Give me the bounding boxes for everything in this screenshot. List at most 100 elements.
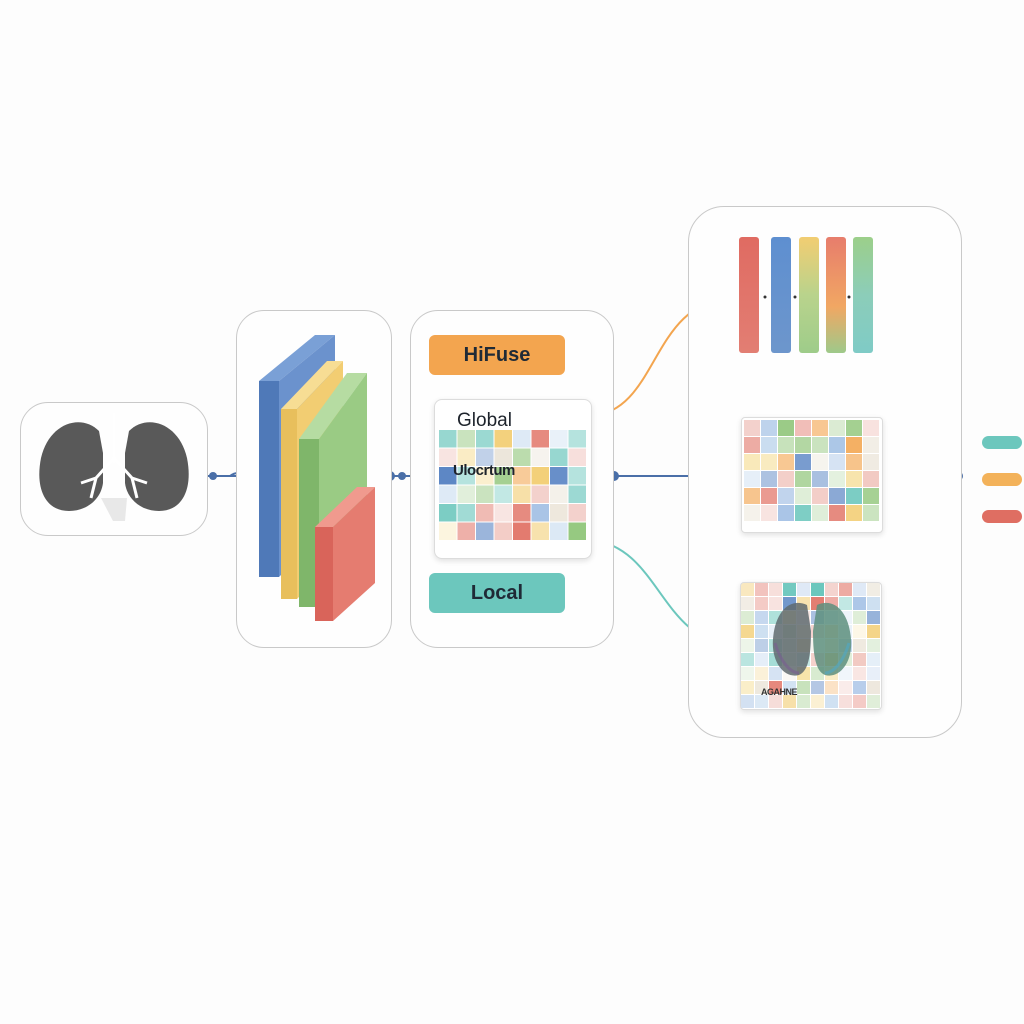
hifuse-label-tag: HiFuse bbox=[429, 335, 565, 375]
heatmap-caption: AGAHNE bbox=[761, 687, 798, 697]
mosaic-cell bbox=[439, 522, 457, 540]
mosaic-cell bbox=[513, 504, 531, 522]
mosaic-cell bbox=[755, 653, 768, 666]
mosaic-cell bbox=[863, 488, 879, 504]
mosaic-cell bbox=[863, 454, 879, 470]
mosaic-cell bbox=[550, 448, 568, 466]
mosaic-cell bbox=[755, 681, 768, 694]
mosaic-cell bbox=[829, 471, 845, 487]
global-card: Global Ulocrtum bbox=[434, 399, 592, 559]
mosaic-cell bbox=[761, 471, 777, 487]
mosaic-cell bbox=[568, 504, 586, 522]
mosaic-cell bbox=[853, 611, 866, 624]
mosaic-cell bbox=[853, 653, 866, 666]
mosaic-cell bbox=[839, 597, 852, 610]
mosaic-cell bbox=[863, 437, 879, 453]
mosaic-cell bbox=[568, 485, 586, 503]
mosaic-cell bbox=[476, 430, 494, 448]
mosaic-cell bbox=[846, 437, 862, 453]
mosaic-cell bbox=[531, 522, 549, 540]
hifuse-label: HiFuse bbox=[463, 344, 531, 366]
mosaic-cell bbox=[744, 454, 760, 470]
mosaic-cell bbox=[550, 467, 568, 485]
mosaic-cell bbox=[439, 467, 457, 485]
mosaic-cell bbox=[476, 485, 494, 503]
mosaic-cell bbox=[550, 430, 568, 448]
mosaic-cell bbox=[439, 430, 457, 448]
mosaic-cell bbox=[829, 420, 845, 436]
mosaic-cell bbox=[778, 437, 794, 453]
mosaic-cell bbox=[568, 430, 586, 448]
mosaic-cell bbox=[863, 471, 879, 487]
attention-grid-icon bbox=[744, 420, 879, 521]
mosaic-cell bbox=[457, 467, 475, 485]
mosaic-cell bbox=[846, 471, 862, 487]
mosaic-cell bbox=[761, 420, 777, 436]
mosaic-cell bbox=[439, 448, 457, 466]
heatmap-icon bbox=[741, 583, 880, 708]
mosaic-cell bbox=[812, 505, 828, 521]
mosaic-cell bbox=[829, 454, 845, 470]
mosaic-cell bbox=[761, 437, 777, 453]
mosaic-cell bbox=[769, 695, 782, 708]
mosaic-cell bbox=[531, 448, 549, 466]
mosaic-cell bbox=[829, 505, 845, 521]
mosaic-cell bbox=[494, 522, 512, 540]
legend-bar-red bbox=[982, 510, 1022, 523]
mosaic-cell bbox=[797, 695, 810, 708]
mosaic-cell bbox=[811, 695, 824, 708]
mosaic-cell bbox=[755, 611, 768, 624]
mosaic-cell bbox=[550, 485, 568, 503]
mosaic-cell bbox=[476, 522, 494, 540]
mosaic-cell bbox=[457, 485, 475, 503]
feature-extraction-panel bbox=[236, 310, 392, 648]
mosaic-cell bbox=[853, 639, 866, 652]
mosaic-cell bbox=[457, 430, 475, 448]
mosaic-cell bbox=[761, 488, 777, 504]
mosaic-cell bbox=[853, 625, 866, 638]
local-label: Local bbox=[470, 582, 524, 604]
mosaic-cell bbox=[744, 488, 760, 504]
mosaic-cell bbox=[825, 695, 838, 708]
legend-bar-orange bbox=[982, 473, 1022, 486]
mosaic-cell bbox=[839, 667, 852, 680]
mosaic-cell bbox=[513, 467, 531, 485]
mosaic-cell bbox=[494, 430, 512, 448]
mosaic-cell bbox=[783, 681, 796, 694]
mosaic-cell bbox=[867, 611, 880, 624]
mosaic-cell bbox=[494, 467, 512, 485]
mosaic-cell bbox=[741, 597, 754, 610]
lung-icon bbox=[39, 413, 189, 521]
mosaic-cell bbox=[829, 488, 845, 504]
mosaic-cell bbox=[769, 583, 782, 596]
mosaic-cell bbox=[795, 471, 811, 487]
mosaic-cell bbox=[755, 583, 768, 596]
mosaic-cell bbox=[741, 695, 754, 708]
mosaic-cell bbox=[755, 625, 768, 638]
mosaic-cell bbox=[531, 485, 549, 503]
output-panel: AGAHNE bbox=[688, 206, 962, 738]
token-bars-icon bbox=[739, 237, 873, 353]
mosaic-cell bbox=[839, 695, 852, 708]
mosaic-cell bbox=[867, 695, 880, 708]
mosaic-cell bbox=[741, 653, 754, 666]
mosaic-cell bbox=[744, 505, 760, 521]
mosaic-cell bbox=[783, 583, 796, 596]
heatmap-card: AGAHNE bbox=[740, 582, 882, 710]
mosaic-cell bbox=[846, 454, 862, 470]
mosaic-cell bbox=[867, 653, 880, 666]
mosaic-cell bbox=[812, 454, 828, 470]
mosaic-cell bbox=[457, 504, 475, 522]
mosaic-cell bbox=[839, 681, 852, 694]
mosaic-cell bbox=[769, 597, 782, 610]
mosaic-cell bbox=[846, 505, 862, 521]
mosaic-cell bbox=[744, 471, 760, 487]
mosaic-cell bbox=[550, 504, 568, 522]
mosaic-cell bbox=[812, 437, 828, 453]
mosaic-cell bbox=[568, 467, 586, 485]
mosaic-cell bbox=[863, 505, 879, 521]
mosaic-cell bbox=[761, 454, 777, 470]
mosaic-cell bbox=[867, 667, 880, 680]
mosaic-cell bbox=[783, 695, 796, 708]
mosaic-cell bbox=[812, 471, 828, 487]
